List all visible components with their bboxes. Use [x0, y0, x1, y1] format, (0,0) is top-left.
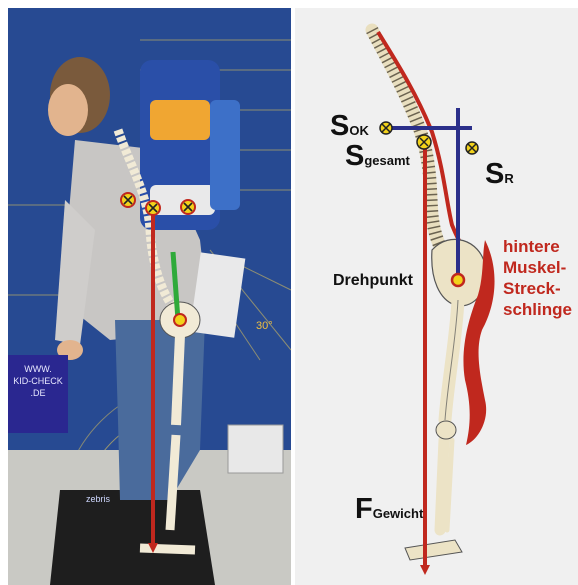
face: [48, 84, 88, 136]
muscle-line-1: hintere: [503, 236, 572, 257]
label-s-r-main: S: [485, 158, 504, 190]
foot-overlay: [140, 548, 195, 550]
femur-overlay: [176, 335, 180, 425]
backpack-side: [210, 100, 240, 210]
backpack-pocket: [150, 100, 210, 140]
marker-photo-center: [146, 201, 160, 215]
muscle-line-4: schlinge: [503, 299, 572, 320]
label-s-ok-sub: OK: [349, 123, 369, 138]
pivot-marker-diagram: [452, 274, 464, 286]
label-drehpunkt: Drehpunkt: [333, 272, 413, 290]
label-s-gesamt-sub: gesamt: [364, 153, 410, 168]
label-s-ok: SOK: [330, 112, 369, 141]
label-s-r: SR: [485, 160, 514, 189]
scale-brand: zebris: [86, 494, 110, 504]
marker-s-ok: [380, 122, 392, 134]
muscle-line-2: Muskel-: [503, 257, 572, 278]
sign-line-1: WWW.: [8, 363, 68, 375]
marker-photo-right: [181, 200, 195, 214]
label-s-gesamt-main: S: [345, 140, 364, 172]
scale-plate: [50, 490, 215, 585]
label-s-ok-main: S: [330, 110, 349, 142]
sign-line-3: .DE: [8, 387, 68, 399]
label-f-sub: Gewicht: [373, 506, 424, 521]
kid-check-sign: WWW. KID-CHECK .DE: [8, 355, 68, 433]
marker-s-r: [466, 142, 478, 154]
marker-s-gesamt: [417, 135, 431, 149]
label-muscle-chain: hintere Muskel- Streck- schlinge: [503, 236, 572, 320]
label-f-main: F: [355, 493, 373, 525]
display-box: [228, 425, 283, 473]
photo-panel: [8, 8, 291, 585]
muscle-line-3: Streck-: [503, 278, 572, 299]
marker-photo-left: [121, 193, 135, 207]
tibia-diagram: [440, 440, 444, 530]
tibia-overlay: [170, 435, 176, 530]
label-s-r-sub: R: [504, 171, 513, 186]
angle-label: 30°: [256, 320, 273, 332]
label-s-gesamt: Sgesamt: [345, 142, 410, 171]
sign-line-2: KID-CHECK: [8, 375, 68, 387]
label-f-gewicht: FGewicht: [355, 495, 423, 524]
pivot-marker-photo: [174, 314, 186, 326]
knee-diagram: [436, 421, 456, 439]
